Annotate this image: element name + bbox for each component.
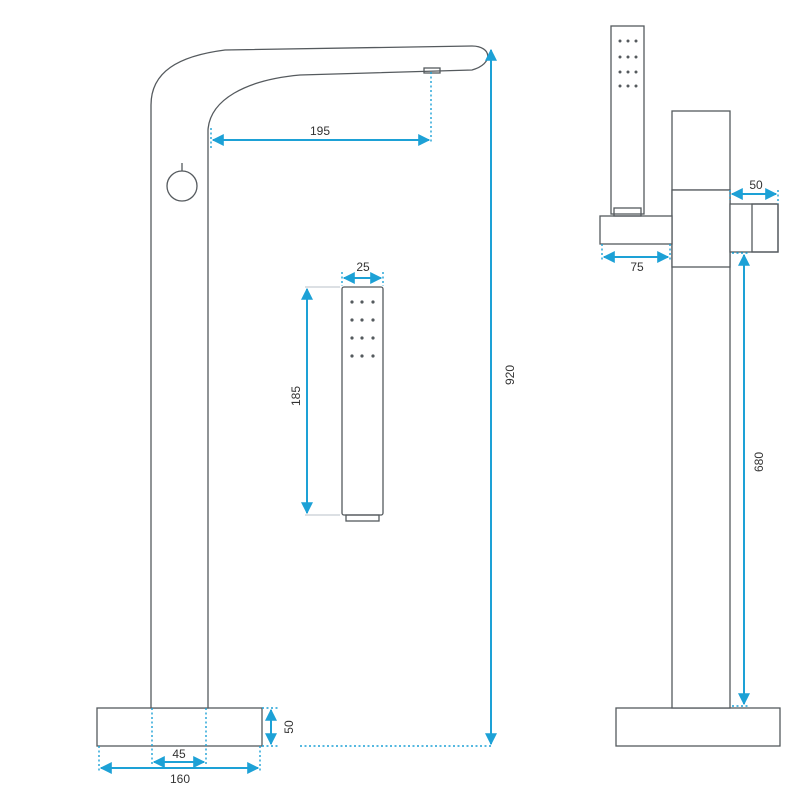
dim-label-base-width: 160 bbox=[170, 772, 190, 786]
side-handshower-spray-holes bbox=[618, 39, 638, 88]
spray-hole bbox=[350, 336, 354, 340]
spray-hole bbox=[350, 318, 354, 322]
dim-label-spout-reach: 195 bbox=[310, 124, 330, 138]
spray-hole bbox=[360, 336, 364, 340]
spray-hole bbox=[360, 300, 364, 304]
dim-holder-height: 680 bbox=[732, 252, 766, 707]
spray-hole bbox=[618, 84, 622, 88]
spray-hole bbox=[371, 354, 375, 358]
spray-hole bbox=[626, 55, 630, 59]
spray-hole bbox=[618, 55, 622, 59]
spray-hole bbox=[634, 70, 638, 74]
dim-spout-reach: 195 bbox=[210, 72, 432, 148]
control-knob bbox=[166, 170, 198, 202]
dim-label-holder-height: 680 bbox=[752, 452, 766, 472]
spray-hole bbox=[350, 300, 354, 304]
handshower-end-cap bbox=[345, 514, 380, 522]
spray-hole bbox=[371, 336, 375, 340]
dim-label-column-width: 45 bbox=[172, 747, 186, 761]
faucet-body bbox=[150, 45, 489, 709]
side-handshower-cap bbox=[613, 207, 642, 217]
dim-label-handshower-length: 185 bbox=[289, 386, 303, 406]
spray-hole bbox=[634, 39, 638, 43]
spray-hole bbox=[634, 84, 638, 88]
side-view bbox=[599, 25, 781, 747]
spray-hole bbox=[360, 354, 364, 358]
dim-label-holder-width: 75 bbox=[630, 260, 644, 274]
side-handshower bbox=[610, 25, 645, 215]
spray-hole bbox=[371, 300, 375, 304]
dim-handshower-length: 185 bbox=[289, 286, 340, 516]
spray-hole bbox=[626, 84, 630, 88]
spray-hole bbox=[634, 55, 638, 59]
dim-holder-depth: 50 bbox=[729, 178, 779, 204]
dim-base-width: 160 bbox=[98, 746, 261, 786]
handshower-spray-holes bbox=[350, 300, 375, 358]
spray-hole bbox=[626, 70, 630, 74]
handshower-front bbox=[341, 286, 384, 522]
side-holder-arm-left bbox=[599, 215, 673, 245]
side-connector-face bbox=[751, 203, 779, 253]
dim-handshower-width: 25 bbox=[341, 260, 384, 286]
spray-hole bbox=[618, 70, 622, 74]
side-connector-block bbox=[729, 203, 779, 253]
front-base-plate bbox=[96, 707, 263, 747]
spray-hole bbox=[360, 318, 364, 322]
dim-total-height: 920 bbox=[300, 48, 517, 747]
spray-hole bbox=[350, 354, 354, 358]
spray-hole bbox=[626, 39, 630, 43]
dim-label-base-height: 50 bbox=[282, 720, 296, 734]
dim-label-handshower-width: 25 bbox=[356, 260, 370, 274]
dim-label-total-height: 920 bbox=[503, 365, 517, 385]
side-base-plate bbox=[615, 707, 781, 747]
dim-holder-width: 75 bbox=[601, 244, 671, 274]
spray-hole bbox=[618, 39, 622, 43]
side-holder-bracket bbox=[671, 189, 731, 268]
dim-base-height: 50 bbox=[262, 707, 296, 747]
dim-label-holder-depth: 50 bbox=[749, 178, 763, 192]
spout-aerator bbox=[423, 67, 441, 74]
spray-hole bbox=[371, 318, 375, 322]
